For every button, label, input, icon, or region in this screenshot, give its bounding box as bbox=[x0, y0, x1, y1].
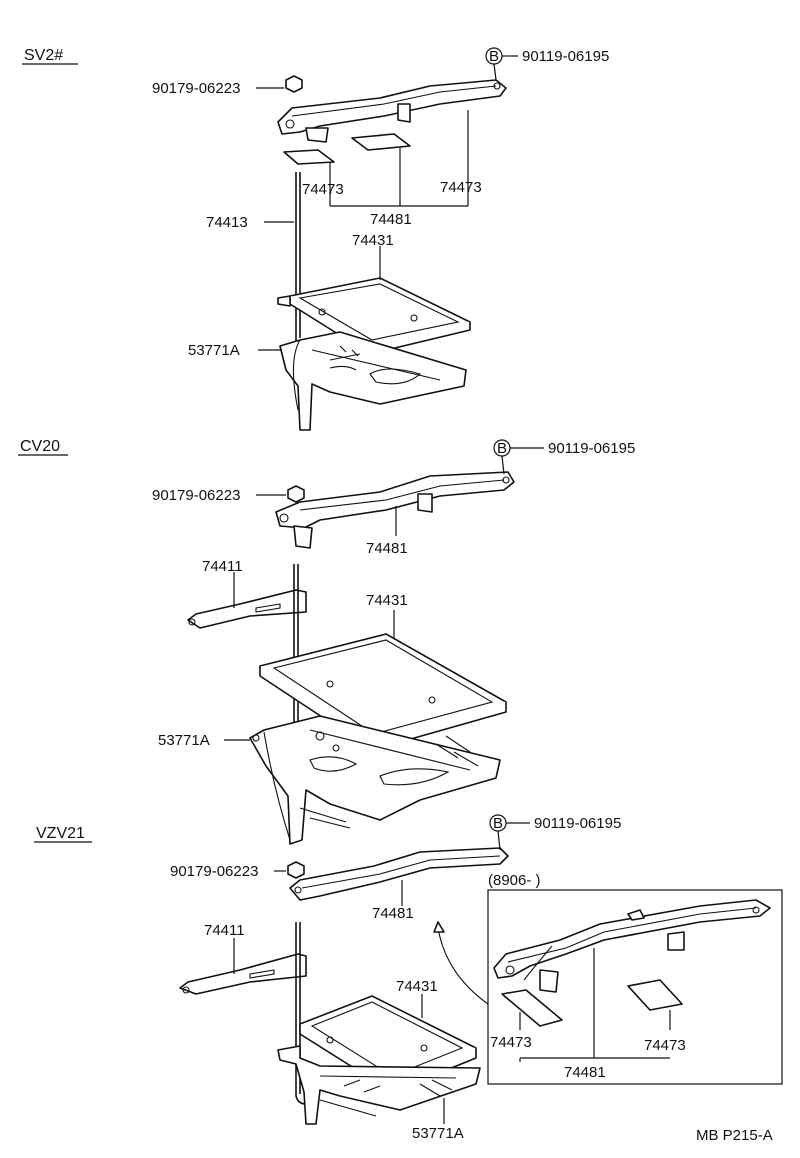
battery-tray-cv20 bbox=[259, 633, 507, 751]
bolt-b-letter: B bbox=[493, 815, 503, 832]
label-clamp: 74481 bbox=[366, 540, 408, 557]
inset-pad-right bbox=[627, 979, 683, 1011]
bolt-b-letter: B bbox=[497, 440, 507, 457]
section-title-sv2: SV2# bbox=[24, 47, 63, 64]
inset-label-clamp: 74481 bbox=[564, 1064, 606, 1081]
inset-label-pad-left: 74473 bbox=[490, 1034, 532, 1051]
label-rod: 74413 bbox=[206, 214, 248, 231]
clamp-bar-sv2 bbox=[277, 79, 507, 143]
hex-nut-icon bbox=[287, 485, 305, 503]
hex-nut-icon bbox=[287, 861, 305, 879]
label-bracket: 74411 bbox=[204, 922, 245, 939]
label-bolt: 90119-06195 bbox=[522, 48, 609, 65]
arrow-to-inset bbox=[437, 927, 489, 1005]
label-tray: 74431 bbox=[396, 978, 438, 995]
label-tray: 74431 bbox=[366, 592, 408, 609]
label-nut: 90179-06223 bbox=[152, 487, 240, 504]
hex-nut-icon bbox=[285, 75, 303, 93]
section-cv20: CV20 B 90119-06195 90179-06223 74481 744… bbox=[18, 438, 635, 845]
arrow-head-icon bbox=[433, 921, 445, 933]
bracket-vzv21 bbox=[179, 953, 307, 995]
bracket-cv20 bbox=[187, 589, 307, 629]
bolt-b-letter: B bbox=[489, 48, 499, 65]
clamp-bar-cv20 bbox=[275, 471, 515, 549]
inset-8906: (8906- ) 74473 74473 74481 bbox=[487, 872, 783, 1085]
label-bolt: 90119-06195 bbox=[548, 440, 635, 457]
inset-frame bbox=[487, 889, 783, 1085]
label-bolt: 90119-06195 bbox=[534, 815, 621, 832]
label-pad-left: 74473 bbox=[302, 181, 344, 198]
label-pad-right: 74473 bbox=[440, 179, 482, 196]
battery-carrier-sv2 bbox=[277, 295, 467, 431]
battery-carrier-cv20 bbox=[249, 715, 501, 845]
inset-title: (8906- ) bbox=[488, 872, 541, 889]
pad-left bbox=[283, 149, 335, 165]
label-clamp: 74481 bbox=[372, 905, 414, 922]
inset-label-pad-right: 74473 bbox=[644, 1037, 686, 1054]
section-title-cv20: CV20 bbox=[20, 438, 60, 455]
pad-right bbox=[351, 133, 411, 151]
label-nut: 90179-06223 bbox=[152, 80, 240, 97]
label-carrier: 53771A bbox=[188, 342, 240, 359]
diagram-code: MB P215-A bbox=[696, 1127, 773, 1144]
label-carrier: 53771A bbox=[412, 1125, 464, 1142]
label-nut: 90179-06223 bbox=[170, 863, 258, 880]
section-vzv21: VZV21 B 90119-06195 90179-06223 74481 74… bbox=[34, 814, 783, 1142]
label-tray: 74431 bbox=[352, 232, 394, 249]
section-sv2: SV2# B 90119-06195 90179-06223 74473 744… bbox=[22, 47, 609, 431]
section-title-vzv21: VZV21 bbox=[36, 825, 85, 842]
label-bracket: 74411 bbox=[202, 558, 243, 575]
clamp-bar-vzv21 bbox=[289, 847, 509, 901]
label-carrier: 53771A bbox=[158, 732, 210, 749]
battery-carrier-vzv21 bbox=[277, 1045, 481, 1125]
label-clamp: 74481 bbox=[370, 211, 412, 228]
inset-pad-left bbox=[501, 989, 563, 1027]
